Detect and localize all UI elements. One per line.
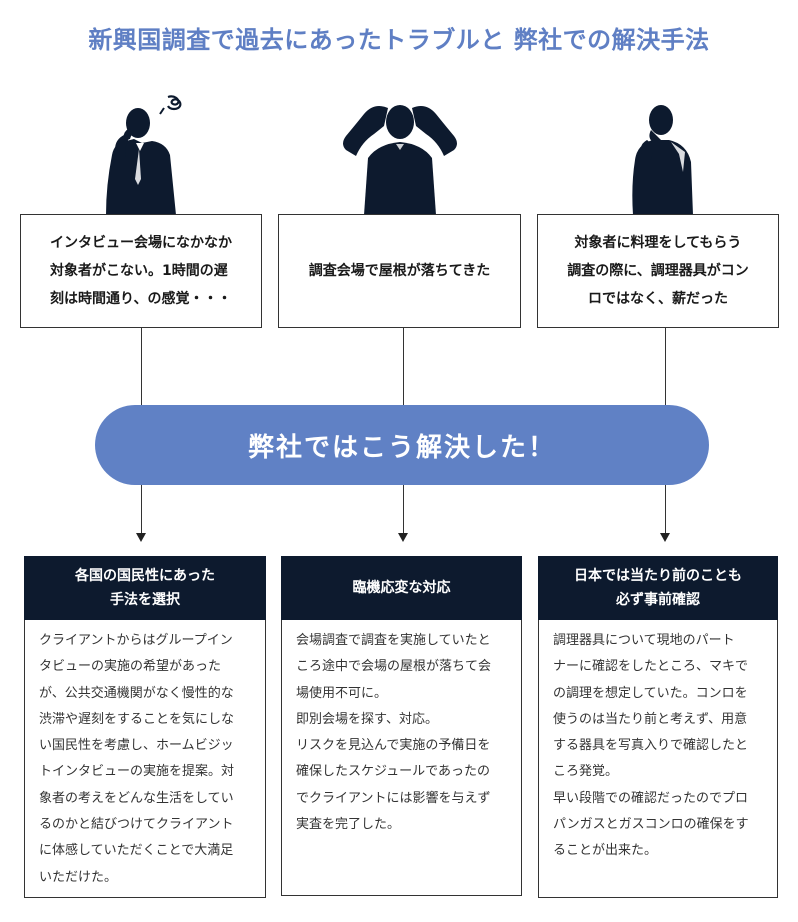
solution-banner: 弊社ではこう解決した！: [95, 405, 709, 485]
worried-man-on-phone-icon: [106, 95, 182, 215]
arrow-down-icon: [660, 533, 670, 542]
solution-text-line: 確保したスケジュールであったの: [296, 764, 490, 780]
arrow-down-icon: [136, 533, 146, 542]
solution-text-line: 会場調査で調査を実施していたと: [296, 633, 491, 648]
solution-heading-line: 各国の国民性にあった: [75, 568, 215, 584]
solution-body: 調理器具について現地のパート ナーに確認をしたところ、マキで の調理を想定してい…: [538, 620, 778, 898]
solution-text-line: いただけた。: [39, 869, 118, 885]
solution-body: クライアントからはグループイン タビューの実施の希望があった が、公共交通機関が…: [24, 620, 266, 898]
solution-text-line: トインタビューの実施を提案。対: [39, 764, 235, 780]
solution-text-line: 早い段階での確認だったのでプロ: [553, 790, 749, 806]
solution-text-line: い国民性を考慮し、ホームビジッ: [39, 738, 234, 754]
solution-text-line: 象者の考えをどんな生活をしてい: [39, 790, 234, 806]
problem-box-roof-collapse: 調査会場で屋根が落ちてきた: [278, 214, 521, 328]
problem-text-line: 対象者がこない。1時間の遅: [50, 263, 228, 279]
problem-text-line: 刻は時間通り、の感覚・・・: [50, 291, 232, 307]
page-title: 新興国調査で過去にあったトラブルと 弊社での解決手法: [88, 26, 710, 54]
problem-box-firewood-cooking: 対象者に料理をしてもらう 調査の際に、調理器具がコン ロではなく、薪だった: [537, 214, 779, 328]
problem-text-line: 調査の際に、調理器具がコン: [567, 263, 749, 279]
solution-text-line: 場使用不可に。: [296, 685, 388, 701]
solution-text-line: 実査を完了した。: [296, 817, 401, 833]
solution-heading: 各国の国民性にあった 手法を選択: [24, 556, 266, 620]
solution-text-line: タビューの実施の希望があった: [39, 659, 222, 675]
solution-text-line: 渋滞や遅刻をすることを気にしな: [39, 711, 235, 727]
stressed-man-holding-head-icon: [343, 105, 457, 215]
thinking-man-icon: [632, 105, 693, 215]
solution-text-line: でクライアントには影響を与えず: [296, 790, 491, 806]
solution-text-line: リスクを見込んで実施の予備日を: [296, 738, 491, 754]
solution-heading-line: 臨機応変な対応: [352, 580, 451, 596]
solution-text-line: に体感していただくことで大満足: [39, 843, 234, 859]
solution-heading-line: 手法を選択: [110, 592, 180, 608]
problem-text-line: 対象者に料理をしてもらう: [574, 235, 742, 251]
solution-text-line: ナーに確認をしたところ、マキで: [553, 659, 749, 675]
solution-text-line: ることが出来た。: [553, 843, 658, 859]
problem-text-line: ロではなく、薪だった: [588, 291, 728, 307]
solution-heading: 日本では当たり前のことも 必ず事前確認: [538, 556, 778, 620]
solution-text-line: ころ発覚。: [553, 764, 619, 780]
problem-box-late-respondents: インタビュー会場になかなか 対象者がこない。1時間の遅 刻は時間通り、の感覚・・…: [20, 214, 262, 328]
solution-body: 会場調査で調査を実施していたと ころ途中で会場の屋根が落ちて会 場使用不可に。 …: [281, 620, 522, 896]
solution-text-line: パンガスとガスコンロの確保をす: [553, 817, 749, 833]
solution-text-line: が、公共交通機関がなく慢性的な: [39, 685, 234, 701]
solution-text-line: 即別会場を探す、対応。: [296, 711, 438, 727]
solution-text-line: クライアントからはグループイン: [39, 633, 233, 648]
problem-text-line: インタビュー会場になかなか: [50, 235, 232, 251]
solution-text-line: るのかと結びつけてクライアント: [39, 817, 234, 833]
solution-text-line: 使うのは当たり前と考えず、用意: [553, 711, 748, 727]
problem-text-line: 調査会場で屋根が落ちてきた: [308, 263, 491, 279]
solution-heading-line: 必ず事前確認: [616, 592, 700, 608]
solution-text-line: する器具を写真入りで確認したと: [553, 738, 749, 754]
solution-heading: 臨機応変な対応: [281, 556, 522, 620]
arrow-down-icon: [398, 533, 408, 542]
solution-text-line: ころ途中で会場の屋根が落ちて会: [296, 659, 492, 675]
solution-text-line: 調理器具について現地のパート: [553, 633, 735, 648]
solution-heading-line: 日本では当たり前のことも: [574, 568, 742, 584]
solution-text-line: の調理を想定していた。コンロを: [553, 685, 748, 701]
